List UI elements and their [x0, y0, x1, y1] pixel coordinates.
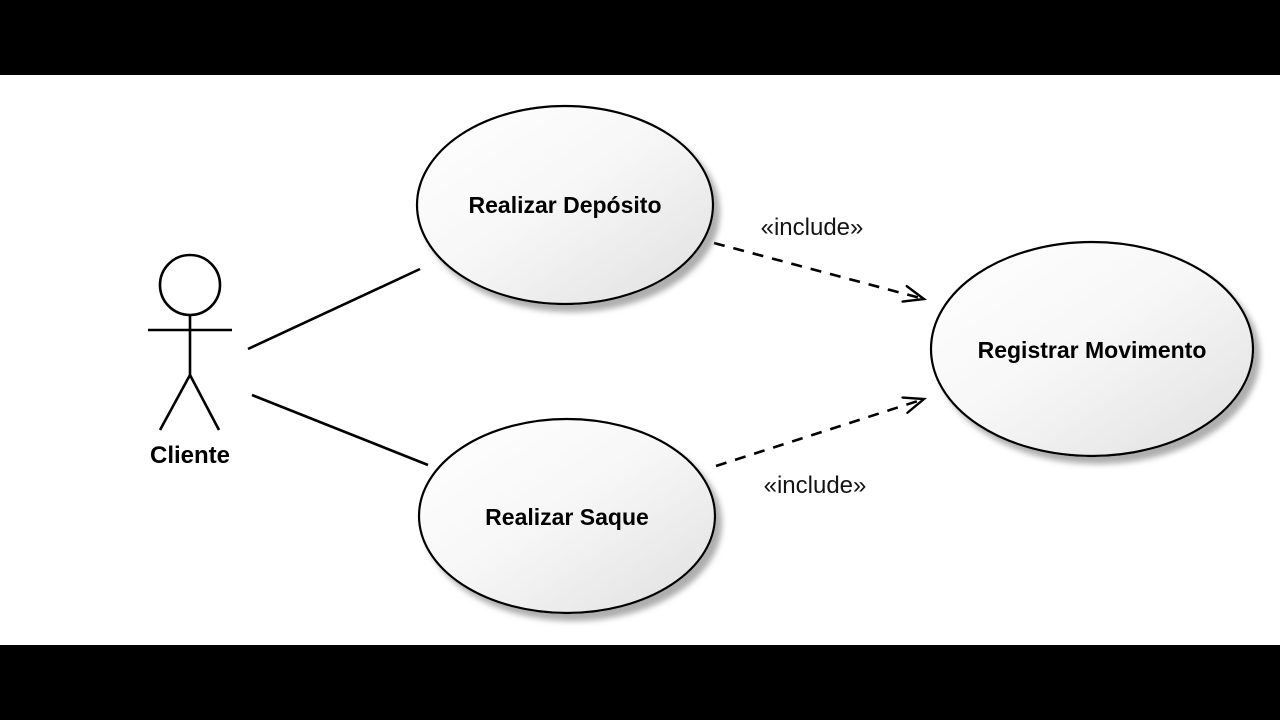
use-case-ellipse [929, 240, 1255, 458]
include-arrow-saque [715, 396, 928, 468]
use-case-label-saque: Realizar Saque [485, 504, 649, 530]
use-case-realizar-deposito: Realizar Depósito [415, 104, 715, 306]
diagram-canvas: Realizar Depósito Realizar Saque Registr… [0, 75, 1280, 645]
use-case-registrar-movimento: Registrar Movimento [929, 240, 1255, 458]
actor-label-cliente: Cliente [150, 442, 230, 469]
use-case-label-deposito: Realizar Depósito [469, 192, 662, 218]
actor-leg-right [188, 374, 221, 431]
association-cliente-deposito [247, 267, 421, 351]
use-case-label-registrar: Registrar Movimento [978, 337, 1207, 363]
association-cliente-saque [251, 393, 429, 467]
include-label-top: «include» [761, 214, 864, 241]
use-case-ellipse [415, 104, 715, 306]
actor-leg-left [158, 374, 192, 431]
use-case-realizar-saque: Realizar Saque [417, 417, 717, 615]
include-label-bottom: «include» [764, 472, 867, 499]
actor-head [158, 253, 222, 317]
use-case-diagram: Realizar Depósito Realizar Saque Registr… [148, 104, 1255, 615]
letterbox-top-bar [0, 0, 1280, 75]
include-arrow-deposito [713, 241, 928, 303]
use-case-ellipse [417, 417, 717, 615]
actor-cliente [148, 253, 232, 431]
letterbox-bottom-bar [0, 645, 1280, 720]
